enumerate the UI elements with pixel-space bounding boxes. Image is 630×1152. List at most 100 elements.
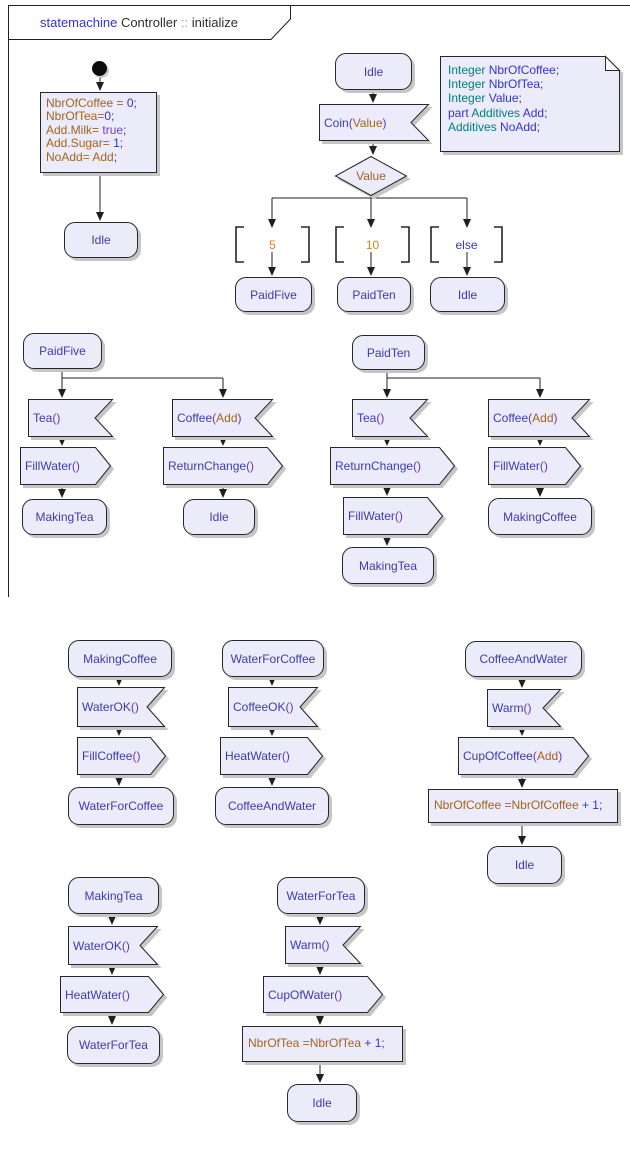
- output-signal-shape: [458, 737, 590, 775]
- input-signal-tea-1[interactable]: Tea(): [28, 399, 114, 437]
- guard-else[interactable]: else: [430, 226, 503, 263]
- output-signal-heatwater-2[interactable]: HeatWater(): [60, 976, 165, 1013]
- input-signal-tea-2[interactable]: Tea(): [352, 399, 429, 437]
- state-label: MakingTea: [358, 558, 418, 573]
- guard-5[interactable]: 5: [235, 226, 310, 263]
- signal-label: CupOfCoffee(Add): [463, 749, 563, 763]
- guard-label: else: [455, 237, 478, 252]
- state-label: WaterForTea: [79, 1038, 148, 1052]
- decision-value[interactable]: Value: [334, 155, 408, 197]
- state-waterfortea-2[interactable]: WaterForTea: [277, 877, 365, 914]
- signal-label: WaterOK(): [82, 700, 139, 714]
- input-signal-waterok-2[interactable]: WaterOK(): [68, 926, 159, 965]
- input-signal-shape: [77, 687, 166, 727]
- signal-label: ReturnChange(): [335, 459, 422, 473]
- state-makingtea-2[interactable]: MakingTea: [342, 547, 434, 584]
- state-paidfive-target[interactable]: PaidFive: [235, 277, 312, 312]
- state-label: Idle: [312, 1096, 332, 1110]
- action-increment-coffee[interactable]: NbrOfCoffee =NbrOfCoffee + 1;: [428, 789, 618, 823]
- state-waterforcoffee-2[interactable]: WaterForCoffee: [222, 640, 324, 677]
- state-label: Idle: [514, 858, 535, 872]
- signal-label: Warm(): [492, 701, 532, 715]
- input-signal-coffee-2[interactable]: Coffee(Add): [488, 399, 591, 437]
- output-signal-heatwater-1[interactable]: HeatWater(): [220, 737, 324, 775]
- state-label: WaterForCoffee: [78, 799, 164, 813]
- state-label: PaidFive: [250, 287, 297, 302]
- output-signal-cupofcoffee[interactable]: CupOfCoffee(Add): [458, 737, 590, 775]
- action-init-variables[interactable]: NbrOfCoffee = 0;NbrOfTea=0;Add.Milk= tru…: [40, 92, 157, 173]
- input-signal-warm-1[interactable]: Warm(): [487, 689, 562, 727]
- signal-label: FillWater(): [348, 509, 403, 523]
- diagram-title-text: statemachine Controller :: initialize: [40, 15, 238, 30]
- state-makingcoffee-2[interactable]: MakingCoffee: [68, 640, 172, 677]
- output-signal-fillwater-2[interactable]: FillWater(): [488, 447, 582, 485]
- input-signal-shape: [487, 689, 562, 727]
- output-signal-shape: [343, 497, 444, 535]
- state-idle-2[interactable]: Idle: [183, 499, 255, 535]
- state-paidfive[interactable]: PaidFive: [23, 333, 102, 369]
- input-signal-waterok-1[interactable]: WaterOK(): [77, 687, 166, 727]
- state-label: MakingCoffee: [503, 509, 577, 524]
- state-label: Idle: [209, 510, 229, 524]
- state-makingcoffee-1[interactable]: MakingCoffee: [488, 498, 592, 535]
- signal-label: Coin(Value): [324, 115, 387, 130]
- input-signal-warm-2[interactable]: Warm(): [285, 926, 362, 964]
- input-signal-shape: [352, 399, 429, 437]
- state-idle-4[interactable]: Idle: [287, 1084, 357, 1122]
- state-label: WaterForCoffee: [230, 651, 316, 666]
- state-idle-3[interactable]: Idle: [487, 846, 562, 884]
- initial-state-marker[interactable]: [92, 61, 107, 76]
- guard-bracket-shape: [235, 226, 310, 263]
- output-signal-fillcoffee[interactable]: FillCoffee(): [77, 737, 167, 775]
- note-text: Integer NbrOfCoffee;Integer NbrOfTea;Int…: [448, 63, 560, 134]
- state-coffeeandwater-1[interactable]: CoffeeAndWater: [215, 787, 329, 825]
- state-idle-1[interactable]: Idle: [64, 222, 138, 258]
- output-signal-fillwater-1[interactable]: FillWater(): [20, 447, 112, 485]
- signal-label: CoffeeOK(): [233, 700, 294, 714]
- declarations-note[interactable]: Integer NbrOfCoffee;Integer NbrOfTea;Int…: [440, 55, 621, 152]
- state-label: MakingTea: [35, 510, 94, 524]
- action-text: NbrOfCoffee = 0;NbrOfTea=0;Add.Milk= tru…: [46, 96, 137, 164]
- state-makingtea-1[interactable]: MakingTea: [22, 499, 107, 535]
- state-idle-else[interactable]: Idle: [430, 277, 505, 312]
- output-signal-shape: [60, 976, 165, 1013]
- input-signal-coffeeok[interactable]: CoffeeOK(): [228, 687, 319, 727]
- guard-label: 5: [269, 237, 276, 252]
- output-signal-cupofwater[interactable]: CupOfWater(): [263, 976, 384, 1013]
- input-signal-shape: [285, 926, 362, 964]
- state-paidten[interactable]: PaidTen: [352, 335, 425, 370]
- signal-label: Warm(): [290, 938, 330, 952]
- state-coffeeandwater-2[interactable]: CoffeeAndWater: [465, 641, 582, 677]
- state-waterfortea-1[interactable]: WaterForTea: [67, 1026, 160, 1064]
- signal-label: Tea(): [33, 411, 61, 425]
- state-waterforcoffee-1[interactable]: WaterForCoffee: [68, 787, 174, 825]
- output-signal-shape: [488, 447, 582, 485]
- input-signal-shape: [228, 687, 319, 727]
- note-shape: [440, 55, 621, 152]
- output-signal-returnchange-2[interactable]: ReturnChange(): [330, 447, 456, 485]
- output-signal-shape: [20, 447, 112, 485]
- input-signal-coin[interactable]: Coin(Value): [319, 104, 430, 141]
- output-signal-fillwater-3[interactable]: FillWater(): [343, 497, 444, 535]
- signal-label: Coffee(Add): [493, 411, 558, 425]
- output-signal-returnchange-1[interactable]: ReturnChange(): [163, 447, 284, 485]
- state-label: CoffeeAndWater: [227, 799, 317, 813]
- state-idle-top[interactable]: Idle: [335, 53, 412, 90]
- signal-label: CupOfWater(): [268, 987, 343, 1002]
- signal-label: HeatWater(): [65, 987, 130, 1002]
- state-label: Idle: [457, 287, 478, 302]
- guard-10[interactable]: 10: [335, 226, 410, 263]
- signal-label: WaterOK(): [73, 938, 130, 953]
- input-signal-shape: [172, 399, 274, 437]
- action-increment-tea[interactable]: NbrOfTea =NbrOfTea + 1;: [242, 1026, 403, 1062]
- state-makingtea-3[interactable]: MakingTea: [68, 877, 159, 914]
- signal-label: FillWater(): [493, 459, 548, 473]
- signal-label: FillCoffee(): [82, 749, 141, 763]
- input-signal-shape: [488, 399, 591, 437]
- input-signal-coffee-1[interactable]: Coffee(Add): [172, 399, 274, 437]
- state-paidten-target[interactable]: PaidTen: [337, 277, 411, 312]
- diagram-title: statemachine Controller :: initialize: [8, 5, 270, 40]
- output-signal-shape: [220, 737, 324, 775]
- state-label: PaidTen: [352, 287, 396, 302]
